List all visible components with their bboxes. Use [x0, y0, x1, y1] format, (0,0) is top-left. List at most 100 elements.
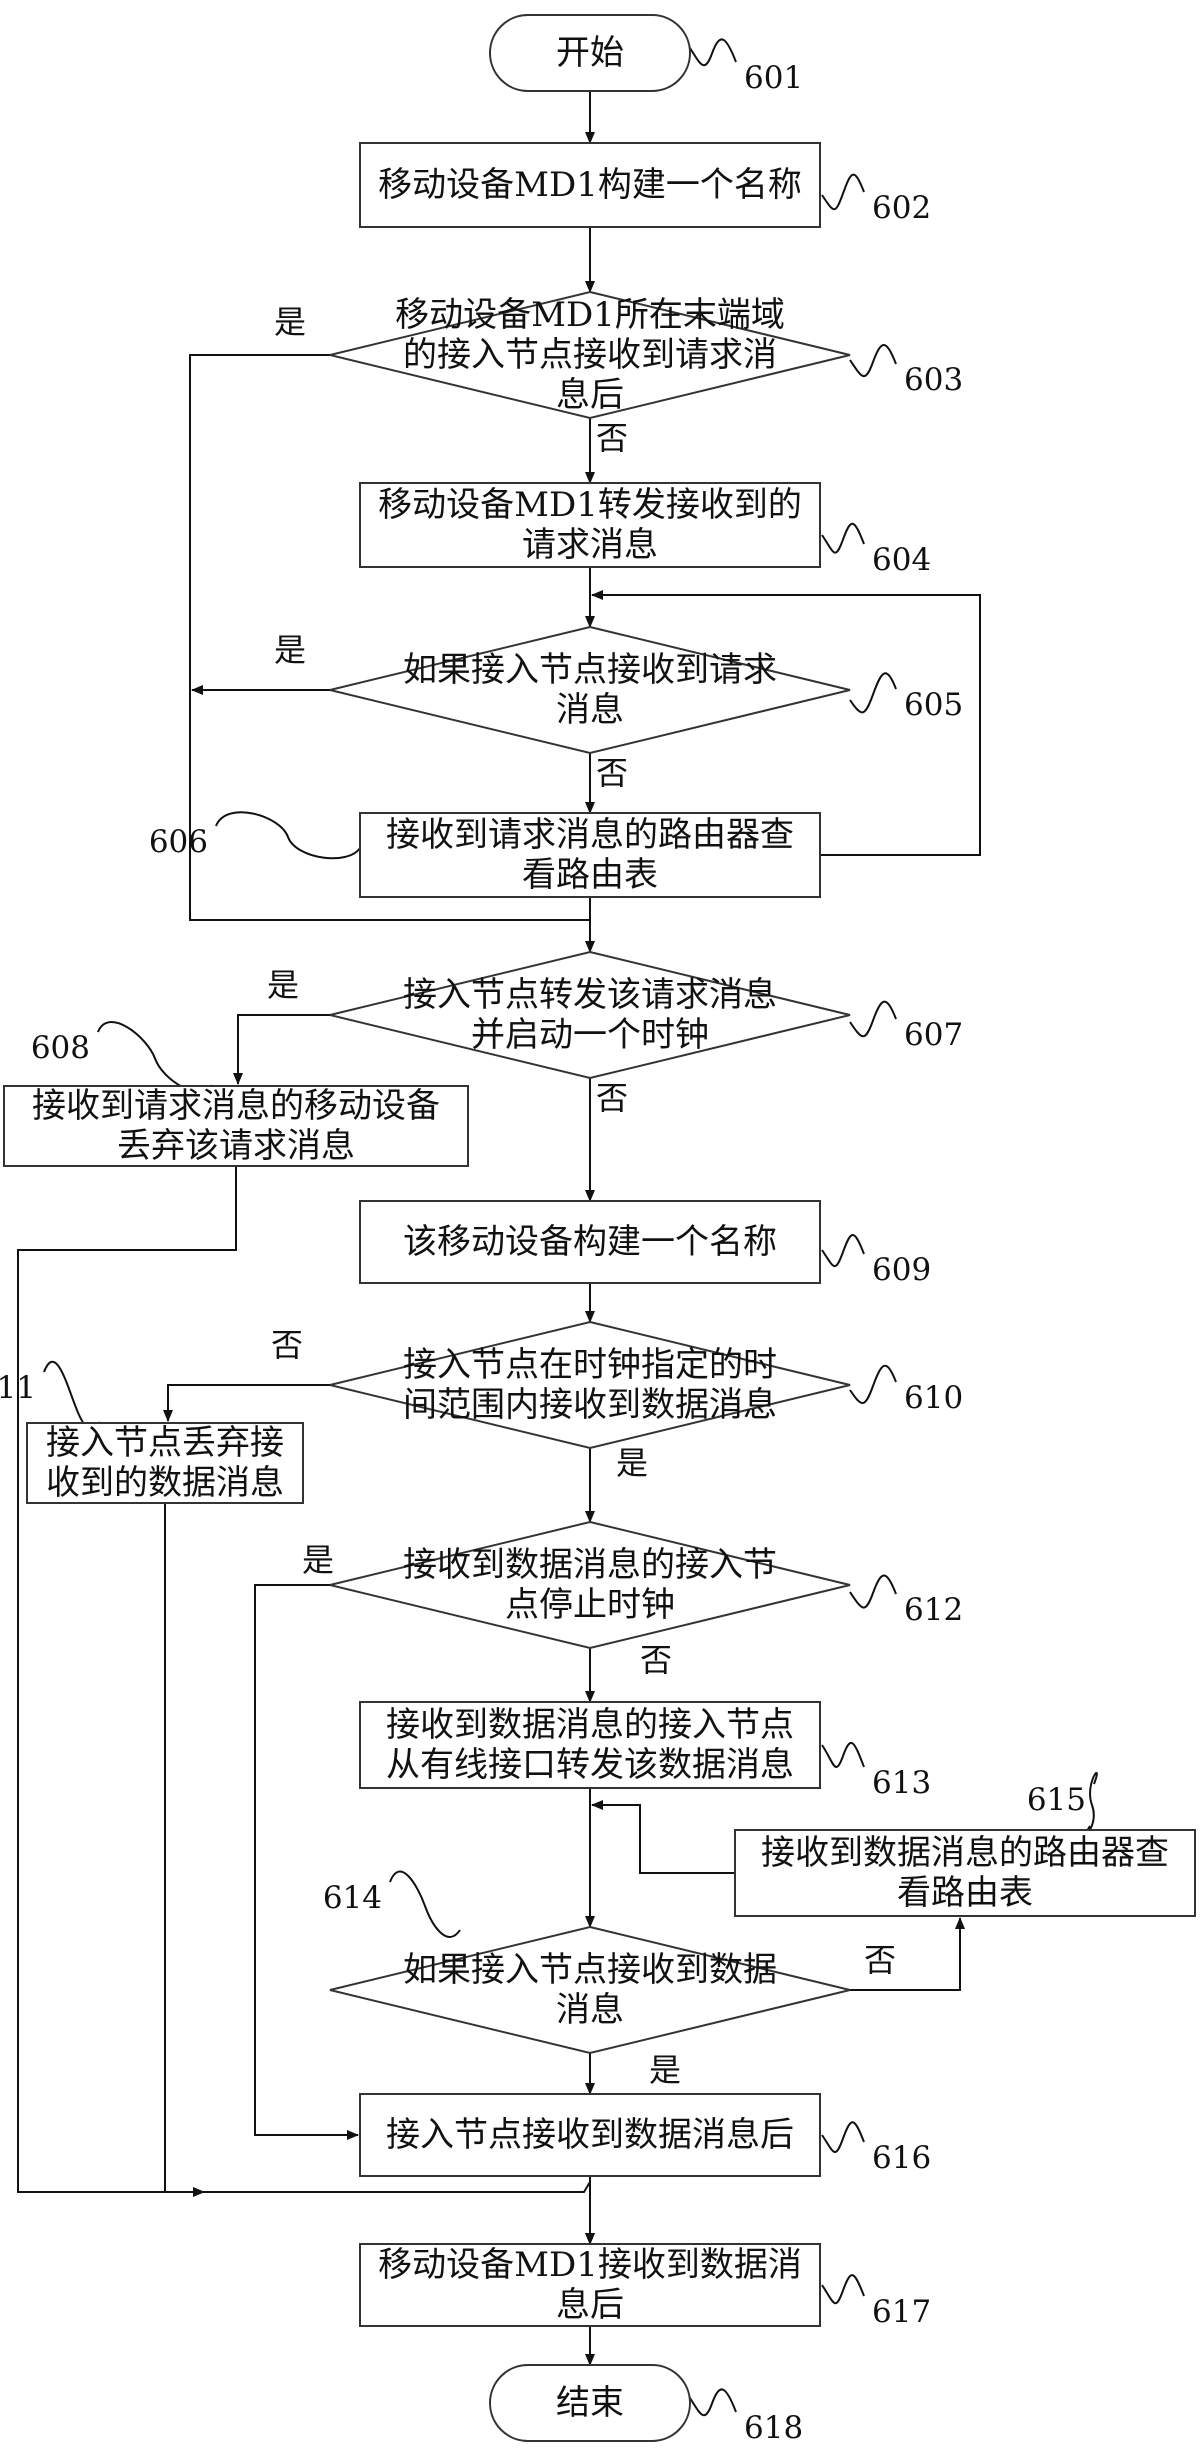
- ref-number-n610: 610: [904, 1380, 963, 1416]
- node-n608-text: 接收到请求消息的移动设备: [32, 1086, 440, 1126]
- node-n606-shape: [359, 812, 821, 898]
- ref-number-n616: 616: [872, 2140, 931, 2176]
- node-n614-shape: [329, 1925, 851, 2055]
- ref-leader-n615: [1085, 1771, 1098, 1835]
- node-n606-text: 看路由表: [522, 855, 658, 895]
- ref-leader-n604: [821, 522, 865, 554]
- node-n612-text: 接收到数据消息的接入节: [403, 1545, 777, 1585]
- edge-610-no-611: [163, 1384, 330, 1422]
- ref-number-n605: 605: [904, 687, 963, 723]
- node-n614-text: 消息: [556, 1990, 624, 2030]
- node-n603-text: 移动设备MD1所在末端域: [395, 295, 785, 335]
- ref-leader-n613: [821, 1741, 865, 1768]
- node-n607-text: 并启动一个时钟: [471, 1015, 709, 1055]
- node-n610-text: 间范围内接收到数据消息: [403, 1385, 777, 1425]
- node-n603-shape: [329, 290, 851, 420]
- node-n605-text: 如果接入节点接收到请求: [403, 650, 777, 690]
- ref-leader-n607: [849, 1000, 897, 1038]
- edge-label-e612-no: 否: [640, 1641, 672, 1679]
- ref-number-n608: 608: [31, 1030, 90, 1066]
- ref-leader-n617: [821, 2274, 865, 2305]
- ref-leader-n608: [97, 1021, 213, 1093]
- edge-label-e610-yes: 是: [616, 1444, 648, 1482]
- node-n605-shape: [329, 625, 851, 755]
- node-n608-text: 丢弃该请求消息: [117, 1126, 355, 1166]
- ref-number-n615: 615: [1027, 1782, 1086, 1818]
- node-n613-text: 接收到数据消息的接入节点: [386, 1705, 794, 1745]
- node-n602-text: 移动设备MD1构建一个名称: [378, 165, 802, 205]
- node-n610-text: 接入节点在时钟指定的时: [403, 1345, 777, 1385]
- node-end-shape: [489, 2364, 691, 2442]
- edge-614-no-615: [850, 1917, 965, 1991]
- ref-leader-n606: [215, 811, 361, 860]
- edge-615-back: [591, 1800, 735, 1874]
- node-n602-shape: [359, 142, 821, 228]
- ref-number-n613: 613: [872, 1765, 931, 1801]
- node-n604-text: 请求消息: [522, 525, 658, 565]
- ref-number-n607: 607: [904, 1017, 963, 1053]
- ref-leader-n614: [389, 1870, 461, 1938]
- node-n605-text: 消息: [556, 690, 624, 730]
- node-end-text: 结束: [556, 2383, 624, 2423]
- node-n614-text: 如果接入节点接收到数据: [403, 1950, 777, 1990]
- node-n607-text: 接入节点转发该请求消息: [403, 975, 777, 1015]
- edge-label-e605-yes: 是: [274, 631, 306, 669]
- edge-label-e612-yes: 是: [302, 1541, 334, 1579]
- ref-number-n602: 602: [872, 190, 931, 226]
- node-n617-text: 移动设备MD1接收到数据消: [378, 2245, 802, 2285]
- ref-number-n609: 609: [872, 1252, 931, 1288]
- node-n611-shape: [26, 1422, 304, 1504]
- node-n608-shape: [3, 1085, 469, 1167]
- node-start-shape: [489, 14, 691, 92]
- node-n617-shape: [359, 2243, 821, 2327]
- edge-607-yes-608: [233, 1014, 330, 1085]
- node-n607-shape: [329, 950, 851, 1080]
- ref-leader-n602: [821, 173, 865, 211]
- ref-leader-end: [687, 2388, 737, 2417]
- ref-leader-n603: [849, 344, 897, 377]
- ref-number-n604: 604: [872, 542, 931, 578]
- edge-label-e603-yes: 是: [274, 303, 306, 341]
- node-n613-text: 从有线接口转发该数据消息: [386, 1745, 794, 1785]
- node-n616-shape: [359, 2093, 821, 2177]
- ref-number-n612: 612: [904, 1592, 963, 1628]
- node-n611-text: 收到的数据消息: [46, 1463, 284, 1503]
- ref-number-n603: 603: [904, 362, 963, 398]
- edge-label-e605-no: 否: [596, 754, 628, 792]
- edge-label-e614-no: 否: [864, 1941, 896, 1979]
- ref-leader-n616: [821, 2121, 865, 2153]
- node-n610-shape: [329, 1320, 851, 1450]
- node-n604-shape: [359, 482, 821, 568]
- edge-label-e614-yes: 是: [649, 2051, 681, 2089]
- ref-number-n611: 611: [0, 1370, 36, 1406]
- ref-leader-n611: [43, 1360, 101, 1430]
- ref-number-n614: 614: [323, 1880, 382, 1916]
- node-n609-shape: [359, 1200, 821, 1284]
- edge-608-rail: [17, 1166, 237, 2197]
- node-n611-text: 接入节点丢弃接: [46, 1423, 284, 1463]
- node-n604-text: 移动设备MD1转发接收到的: [378, 485, 802, 525]
- edge-612-yes-616: [254, 1584, 359, 2140]
- ref-leader-n612: [849, 1574, 897, 1609]
- node-n617-text: 息后: [556, 2285, 624, 2325]
- node-n615-text: 接收到数据消息的路由器查: [761, 1833, 1169, 1873]
- ref-leader-n609: [821, 1234, 865, 1267]
- edge-label-e607-yes: 是: [267, 966, 299, 1004]
- ref-number-n606: 606: [149, 824, 208, 860]
- node-n615-text: 看路由表: [897, 1873, 1033, 1913]
- ref-leader-n605: [849, 672, 897, 714]
- node-n609-text: 该移动设备构建一个名称: [403, 1222, 777, 1262]
- node-n606-text: 接收到请求消息的路由器查: [386, 815, 794, 855]
- ref-leader-n610: [849, 1365, 897, 1404]
- ref-number-end: 618: [744, 2410, 803, 2446]
- node-n603-text: 的接入节点接收到请求消: [403, 335, 777, 375]
- node-n603-text: 息后: [556, 375, 624, 415]
- node-n616-text: 接入节点接收到数据消息后: [386, 2115, 794, 2155]
- edge-603-yes-rail: [189, 354, 590, 921]
- node-n613-shape: [359, 1701, 821, 1789]
- edge-605-loop-back: [591, 590, 981, 856]
- edge-rail-617: [204, 2178, 595, 2245]
- edge-label-e607-no: 否: [596, 1079, 628, 1117]
- node-start-text: 开始: [556, 33, 624, 73]
